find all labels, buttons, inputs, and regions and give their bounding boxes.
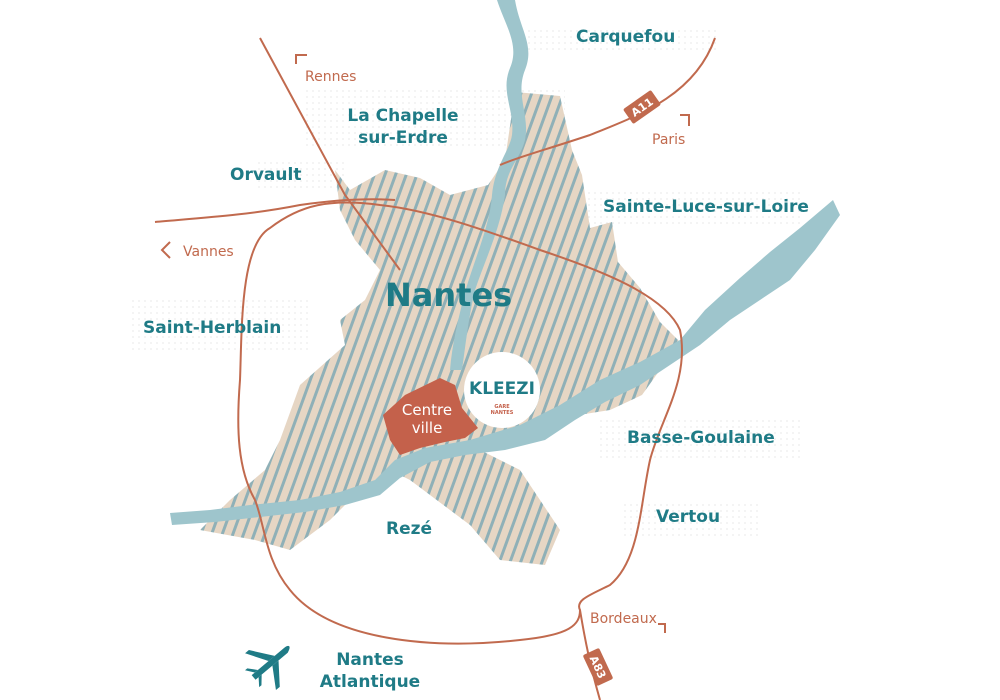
town-reze: Rezé <box>386 519 432 539</box>
city-nantes-label: Nantes <box>385 276 512 314</box>
kleezi-logo: KLEEZI GARE NANTES <box>464 352 540 428</box>
centre-ville-area <box>383 378 478 455</box>
town-vertou: Vertou <box>656 507 720 527</box>
road-vannes <box>154 198 396 223</box>
erdre-river <box>450 0 529 370</box>
logo-sub-line1: GARE <box>494 404 510 410</box>
roads <box>154 37 716 700</box>
direction-chevrons <box>160 54 690 633</box>
highway-a83-badge: A83 <box>583 648 613 686</box>
direction-vannes: Vannes <box>183 244 234 260</box>
town-basse-goulaine: Basse-Goulaine <box>627 428 775 448</box>
centre-ville-label-line2: ville <box>412 419 443 437</box>
rivers <box>170 0 840 525</box>
centre-ville-label-line1: Centre <box>402 401 452 419</box>
paris-chevron-icon <box>680 114 690 126</box>
road-paris-a11 <box>499 37 716 166</box>
town-la-chapelle-line2: sur-Erdre <box>358 128 448 148</box>
direction-paris: Paris <box>652 132 685 148</box>
ring-road <box>237 201 683 645</box>
town-la-chapelle-line1: La Chapelle <box>347 106 458 126</box>
nantes-urban-area <box>200 92 680 565</box>
direction-bordeaux: Bordeaux <box>590 611 657 627</box>
town-sainte-luce: Sainte-Luce-sur-Loire <box>603 197 809 217</box>
vannes-chevron-icon <box>160 241 171 259</box>
airplane-icon <box>245 645 290 691</box>
town-carquefou: Carquefou <box>576 27 675 47</box>
road-rennes <box>259 37 401 271</box>
rennes-chevron-icon <box>295 54 307 64</box>
highway-a11-badge: A11 <box>623 90 661 124</box>
town-orvault: Orvault <box>230 165 301 185</box>
logo-sub-line2: NANTES <box>491 410 514 416</box>
bordeaux-chevron-icon <box>658 623 666 633</box>
logo-brand-text: KLEEZI <box>469 379 535 399</box>
airport-label-line2: Atlantique <box>320 672 420 692</box>
direction-rennes: Rennes <box>305 69 356 85</box>
airport-label-line1: Nantes <box>336 650 404 670</box>
town-saint-herblain: Saint-Herblain <box>143 318 281 338</box>
